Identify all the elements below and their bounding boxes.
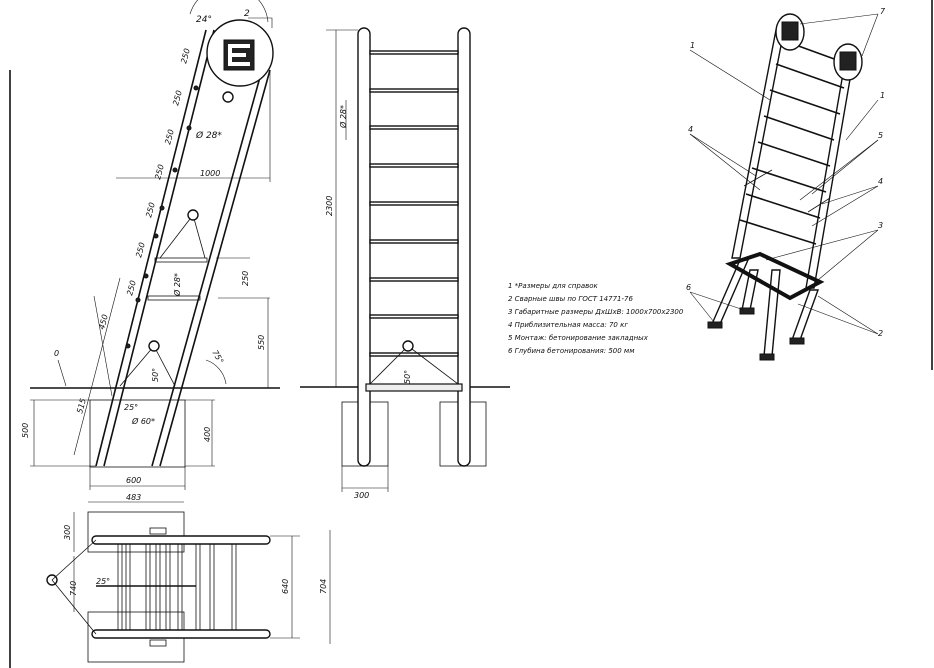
iso-rungs [739,39,849,245]
front-dim-dia-28: Ø 28* [338,105,348,129]
rung-marks-side [125,85,199,349]
callout-2-top: 2 [244,9,250,19]
isometric-view: 1 1 4 5 4 3 2 6 7 [686,7,886,361]
dim-step-250-f: 250 [134,241,147,258]
iso-foot-4 [739,307,755,315]
dim-angle-25: 25° [124,403,138,412]
dim-depth-515: 515 [75,397,88,414]
iso-callout-5: 5 [878,131,883,140]
note-2: 2 Сварные швы по ГОСТ 14771-76 [508,295,633,303]
brace-sling-upper [159,214,206,259]
plan-view: 483 300 740 25° 640 704 [46,493,331,663]
dim-angle-50: 50° [151,368,160,382]
dim-dia-28-mid: Ø 28* [172,273,182,297]
dim-dia-28-top: Ø 28* [195,130,222,141]
plan-mount-plate-bl [149,639,167,647]
iso-base-frame [725,251,825,301]
dim-depth-500: 500 [21,423,30,438]
iso-callout-7: 7 [880,7,886,16]
front-dim-angle-50: 50° [403,370,412,384]
iso-logo-right [839,51,857,71]
dim-step-250-g: 250 [125,279,138,296]
logo-pattern-side [228,44,250,66]
note-6: 6 Глубина бетонирования: 500 мм [508,347,635,355]
iso-rail-right [805,55,855,289]
technical-notes: 1 *Размеры для справок 2 Сварные швы по … [508,282,684,355]
note-4: 4 Приблизительная масса: 70 кг [508,321,628,329]
dim-step-250-d: 250 [153,163,166,180]
front-dim-height-2300: 2300 [325,196,334,216]
dim-angle-24: 24° [196,15,212,25]
iso-foot-1 [707,321,723,329]
dim-base-600: 600 [126,476,141,485]
iso-callout-4-right: 4 [878,177,883,186]
plan-rungs [117,543,237,631]
iso-side-brace [743,169,831,213]
plan-rail-bottom [91,629,271,639]
plan-dim-angle-25: 25° [96,577,110,586]
iso-callout-6: 6 [686,283,691,292]
concrete-base-side [89,399,186,468]
ladder-rail-back-inner [159,69,271,467]
dim-step-450: 450 [97,313,110,330]
dim-height-550: 550 [257,335,266,350]
dim-dia-60: Ø 60* [131,416,155,426]
iso-logo-left [781,21,799,41]
dim-step-250-b: 250 [171,89,184,106]
plan-dim-640: 640 [281,579,290,594]
iso-callout-1-left: 1 [690,41,695,50]
note-1: 1 *Размеры для справок [508,282,599,290]
base-frame-front [365,383,463,392]
front-dim-width-300: 300 [354,491,369,500]
dim-depth-400: 400 [203,427,212,442]
front-view: Ø 28* 2300 50° 300 [300,27,510,500]
brace-sling-lower [119,345,176,387]
ladder-rail-front-inner [103,29,215,467]
iso-foot-3 [789,337,805,345]
plan-dim-740: 740 [69,581,78,596]
brace-lower [147,295,201,301]
upright-left [357,27,371,467]
note-5: 5 Монтаж: бетонирование закладных [508,334,649,342]
plan-rail-top [91,535,271,545]
plan-mount-plate-tl [149,527,167,535]
ladder-rail-back [151,69,263,467]
dim-step-250-e: 250 [144,201,157,218]
rungs-front [369,50,459,357]
iso-callout-1-right: 1 [880,91,885,100]
dim-width-1000: 1000 [200,169,220,178]
plan-dim-483: 483 [126,493,141,502]
iso-callout-4-left: 4 [688,125,693,134]
iso-foot-2 [759,353,775,361]
ladder-rail-front [95,29,207,467]
note-3: 3 Габаритные размеры ДхШхВ: 1000х700х230… [508,308,684,316]
iso-rail-right-leg [791,289,819,341]
dim-bar-250: 250 [241,271,250,286]
upright-right [457,27,471,467]
front-sling [369,345,459,385]
plan-base-top [87,511,185,553]
dim-zero: 0 [54,349,59,358]
plan-dim-300: 300 [63,525,72,540]
plan-dim-704: 704 [319,579,328,594]
side-view: 24° 2 250 250 250 250 250 250 250 Ø 28* … [21,0,280,490]
dim-step-250-a: 250 [179,47,192,64]
dim-step-250-c: 250 [163,128,176,145]
iso-callout-2: 2 [878,329,883,338]
iso-callout-3: 3 [878,221,883,230]
brace-upper [154,257,208,263]
